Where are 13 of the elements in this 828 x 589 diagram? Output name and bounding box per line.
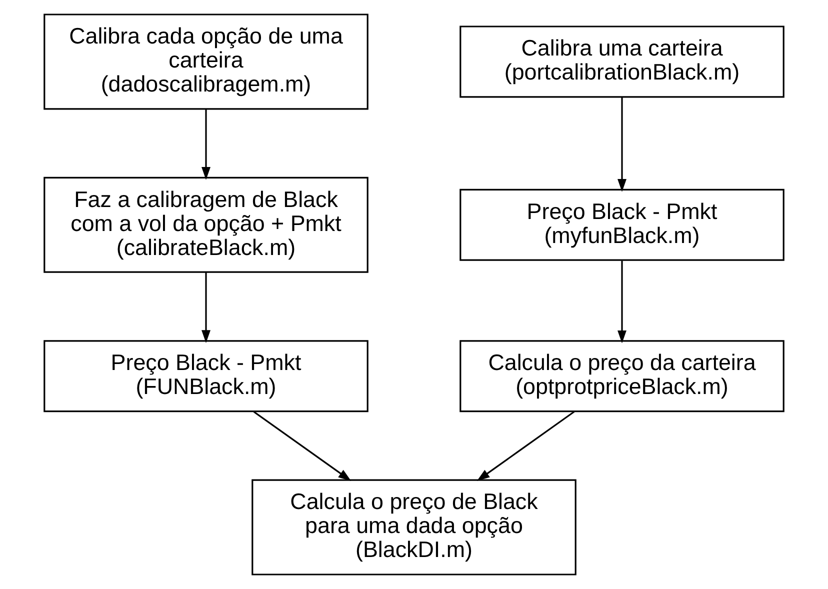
arrow <box>618 97 626 192</box>
arrow <box>476 411 575 481</box>
node-box: Preço Black - Pmkt (myfunBlack.m) <box>460 188 784 261</box>
node-box: Calcula o preço da carteira (optprotpriceBlack.m) <box>460 340 784 412</box>
node-box: Preço Black - Pmkt (FUNBlack.m) <box>44 340 368 412</box>
node-box: Faz a calibragem de Black com a vol da opção + Pmkt (calibrateBlack.m) <box>44 176 368 273</box>
arrow <box>202 272 210 343</box>
node-box: Calcula o preço de Black para uma dada opção (BlackDI.m) <box>252 479 576 576</box>
arrow <box>202 109 210 180</box>
arrow <box>253 411 352 481</box>
arrow <box>618 260 626 344</box>
node-box: Calibra uma carteira (portcalibrationBlack.m) <box>460 26 784 98</box>
node-box: Calibra cada opção de uma carteira (dadoscalibragem.m) <box>44 14 368 110</box>
